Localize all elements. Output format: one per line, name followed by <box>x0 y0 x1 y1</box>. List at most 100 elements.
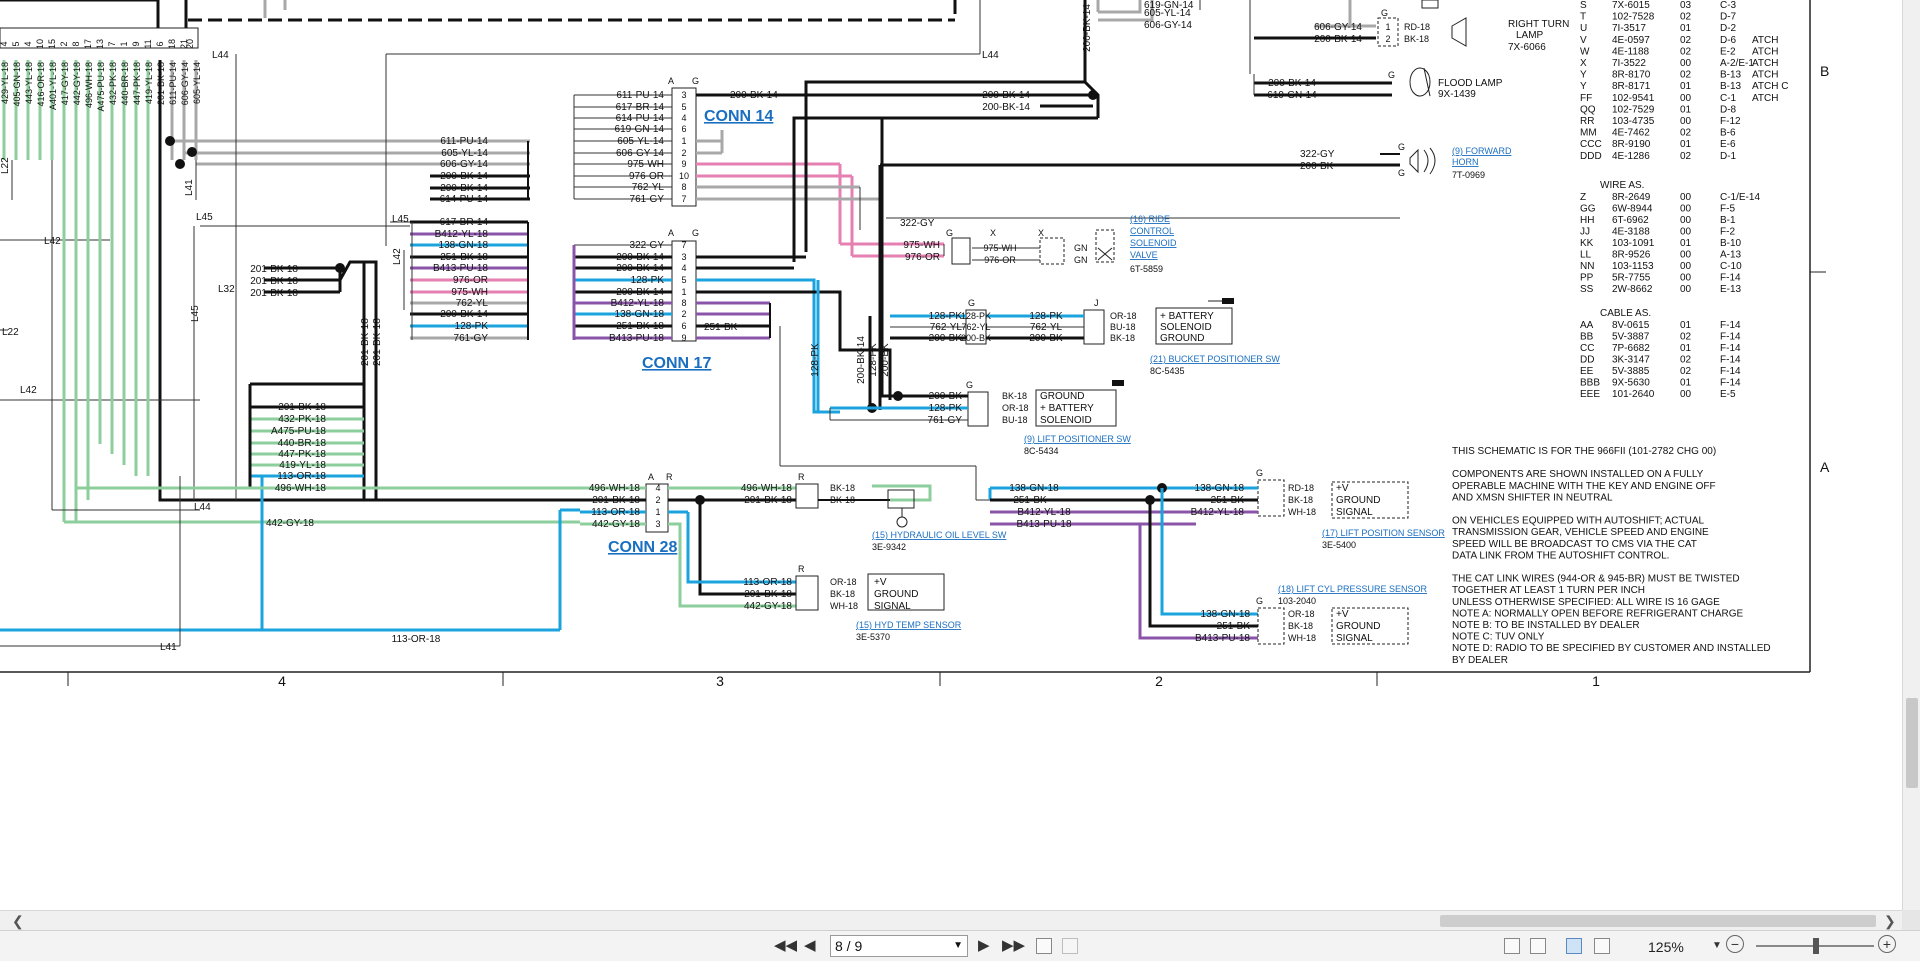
schematic-note: NOTE C: TUV ONLY <box>1452 632 1545 643</box>
bundle-pin-label: 13 <box>95 39 105 49</box>
wire-label: 322-GY <box>630 240 665 251</box>
wire-label: 762-YL <box>1030 322 1063 333</box>
float-icon <box>896 516 908 528</box>
zoom-in-icon[interactable]: + <box>1878 935 1896 953</box>
conn-pin: 1 <box>655 507 660 517</box>
conn28-title[interactable]: CONN 28 <box>608 539 677 556</box>
wire-label: J <box>1094 298 1099 308</box>
hyd-level-link[interactable]: (15) HYDRAULIC OIL LEVEL SW <box>872 530 1007 540</box>
parts-table-cell: Z <box>1580 192 1586 203</box>
wire-label: 201-BK-18 <box>278 402 326 413</box>
parts-table-cell: F-14 <box>1720 378 1741 389</box>
parts-table-cell: ATCH <box>1752 70 1778 81</box>
lamp-icon <box>1451 17 1467 47</box>
bucket-link[interactable]: (21) BUCKET POSITIONER SW <box>1150 354 1280 364</box>
parts-table-cell: 8V-0615 <box>1612 320 1650 331</box>
hyd-level-conn <box>795 483 819 509</box>
zoom-dropdown-icon[interactable]: ▼ <box>1712 940 1722 951</box>
wire-label: 200-BK <box>1029 333 1063 344</box>
horizontal-scrollbar[interactable]: ❮ ❯ <box>0 910 1902 931</box>
parts-table-cell: GG <box>1580 204 1596 215</box>
bundle-pin-label: 4 <box>23 41 33 46</box>
wire-label: BK-18 <box>1002 391 1027 401</box>
wire-label: 251-BK <box>1013 495 1047 506</box>
conn-col-label: A <box>668 76 674 86</box>
top-connector-block <box>0 27 199 49</box>
ride-link[interactable]: SOLENOID <box>1130 238 1177 248</box>
bundle-wire-label: A401-YL-18 <box>48 62 58 110</box>
previous-page-icon[interactable]: ◀ <box>804 937 816 954</box>
conn-pin: 8 <box>681 182 686 192</box>
parts-table-cell: E-13 <box>1720 284 1742 295</box>
page-number-select[interactable]: 8 / 9▼ <box>830 935 968 957</box>
wire <box>792 116 1098 262</box>
wire-label: 251-BK-18 <box>616 321 664 332</box>
two-page-view-icon[interactable] <box>1566 938 1582 954</box>
lift-cyl-link[interactable]: (18) LIFT CYL PRESSURE SENSOR <box>1278 584 1428 594</box>
conn17-title[interactable]: CONN 17 <box>642 355 711 372</box>
horizontal-scroll-thumb[interactable] <box>1440 915 1876 927</box>
wire-label: 201-BK-18 <box>372 318 383 366</box>
parts-table-cell: EE <box>1580 366 1594 377</box>
wire-label: + BATTERY <box>1040 403 1094 414</box>
single-page-view-icon[interactable] <box>1504 938 1520 954</box>
hyd-temp-conn <box>795 575 819 611</box>
chevron-down-icon[interactable]: ▼ <box>953 940 963 951</box>
l-label: L41 <box>160 642 177 653</box>
parts-table-cell: E-5 <box>1720 389 1736 400</box>
continuous-view-icon[interactable] <box>1530 938 1546 954</box>
conn14-title[interactable]: CONN 14 <box>704 108 773 125</box>
horn-icon <box>1409 147 1436 175</box>
part-number: 103-2040 <box>1278 596 1316 606</box>
vertical-scrollbar[interactable] <box>1902 0 1920 910</box>
vertical-scroll-thumb[interactable] <box>1906 698 1918 788</box>
wire-label: 442-GY-18 <box>592 519 640 530</box>
bundle-wire-label: 605-YL-14 <box>192 62 202 104</box>
ride-link[interactable]: VALVE <box>1130 250 1158 260</box>
bundle-pin-label: 9 <box>131 41 141 46</box>
wire-label: 614-PU-14 <box>616 113 665 124</box>
lift-sensor-link[interactable]: (17) LIFT POSITION SENSOR <box>1322 528 1445 538</box>
wire-label: OR-18 <box>1288 609 1315 619</box>
conn-pin: 3 <box>681 90 686 100</box>
wire-label: 201-BK-18 <box>592 495 640 506</box>
zoom-out-icon[interactable]: − <box>1726 935 1744 953</box>
ride-link[interactable]: (16) RIDE <box>1130 214 1170 224</box>
next-page-icon[interactable]: ▶ <box>978 937 990 954</box>
parts-table-cell: F-5 <box>1720 204 1735 215</box>
wire <box>696 278 840 414</box>
wire-label: G <box>1381 8 1388 18</box>
horn-link[interactable]: (9) FORWARD <box>1452 146 1512 156</box>
table-heading: WIRE AS. <box>1600 180 1644 191</box>
fit-page-icon[interactable] <box>1036 938 1052 954</box>
bundle-wire-label: 447-PK-18 <box>132 62 142 105</box>
schematic-note: THIS SCHEMATIC IS FOR THE 966FII (101-27… <box>1452 446 1716 457</box>
parts-table-cell: 01 <box>1680 104 1692 115</box>
scroll-right-arrow-icon[interactable]: ❯ <box>1884 913 1896 929</box>
parts-table-cell: 02 <box>1680 332 1692 343</box>
l-label: L22 <box>2 327 19 338</box>
lift-pos-link[interactable]: (9) LIFT POSITIONER SW <box>1024 434 1131 444</box>
zoom-slider-thumb[interactable] <box>1813 938 1819 954</box>
wire-label: 605-YL-14 <box>617 136 664 147</box>
parts-table-cell: 6T-6962 <box>1612 215 1649 226</box>
scroll-left-arrow-icon[interactable]: ❮ <box>12 913 24 929</box>
fit-width-icon[interactable] <box>1062 938 1078 954</box>
wire-label: 128-PK <box>631 275 665 286</box>
hyd-temp-link[interactable]: (15) HYD TEMP SENSOR <box>856 620 962 630</box>
horn-link[interactable]: HORN <box>1452 157 1479 167</box>
two-page-continuous-view-icon[interactable] <box>1594 938 1610 954</box>
parts-table-cell: E-6 <box>1720 139 1736 150</box>
part-number: 9X-1439 <box>1438 89 1476 100</box>
last-page-icon[interactable]: ▶▶ <box>1002 937 1026 954</box>
first-page-icon[interactable]: ◀◀ <box>774 937 798 954</box>
parts-table-cell: 4E-3188 <box>1612 227 1650 238</box>
pin-num: 200-BK <box>961 333 991 343</box>
wire <box>880 118 898 398</box>
component-name: LAMP <box>1516 30 1544 41</box>
ride-link[interactable]: CONTROL <box>1130 226 1174 236</box>
parts-table-cell: 01 <box>1680 81 1692 92</box>
bundle-pin-label: 7 <box>107 41 117 46</box>
wire-label: WH-18 <box>1288 633 1316 643</box>
